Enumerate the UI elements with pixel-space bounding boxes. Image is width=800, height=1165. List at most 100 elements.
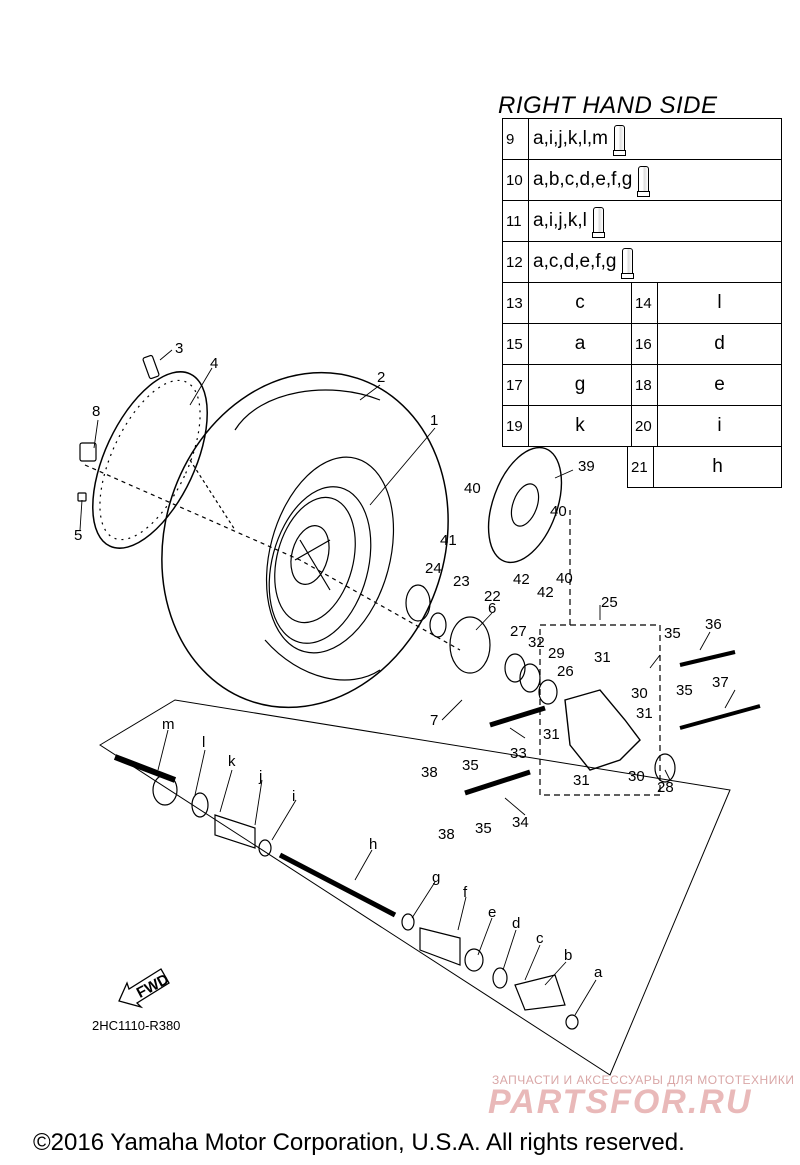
callout-h: h [369, 836, 377, 853]
diagram-code: 2HC1110-R380 [92, 1018, 181, 1033]
row-num: 16 [631, 323, 658, 365]
callout-32: 32 [528, 634, 545, 651]
row-value: i [657, 405, 782, 447]
row-num: 12 [502, 241, 529, 283]
callout-7: 7 [430, 712, 438, 729]
row-num: 19 [502, 405, 529, 447]
table-row: 15 a 16 d [502, 323, 782, 365]
axis-line [84, 464, 461, 651]
callout-30b: 30 [628, 768, 645, 785]
bead-lock-ring [92, 371, 208, 549]
callout-8: 8 [92, 403, 100, 420]
callout-labels: 1 2 3 4 5 6 7 8 22 23 24 25 26 27 28 29 … [74, 340, 729, 981]
row-num: 10 [502, 159, 529, 201]
callout-36: 36 [705, 616, 722, 633]
rhs-table-last: 21 h [627, 446, 782, 488]
row-value: a,b,c,d,e,f,g [533, 169, 633, 191]
table-row: 9 a,i,j,k,l,m [502, 118, 782, 160]
callout-35c: 35 [462, 757, 479, 774]
callout-42a: 42 [513, 571, 530, 588]
callout-34: 34 [512, 814, 529, 831]
forward-arrow-icon: FWD [118, 968, 172, 1009]
table-row: 13 c 14 l [502, 282, 782, 324]
callout-l: l [202, 734, 205, 751]
callout-40a: 40 [464, 480, 481, 497]
callout-35b: 35 [676, 682, 693, 699]
callout-b: b [564, 947, 572, 964]
callout-42b: 42 [537, 584, 554, 601]
callout-3: 3 [175, 340, 183, 357]
callout-39: 39 [578, 458, 595, 475]
callout-41: 41 [440, 532, 457, 549]
callout-f: f [463, 884, 468, 901]
row-num: 13 [502, 282, 529, 324]
callout-22: 22 [484, 588, 501, 605]
grease-tube-icon [637, 166, 651, 197]
callout-40c: 40 [556, 570, 573, 587]
row-num: 20 [631, 405, 658, 447]
callout-35d: 35 [475, 820, 492, 837]
row-num: 21 [627, 446, 654, 488]
row-num: 17 [502, 364, 529, 406]
row-num: 14 [631, 282, 658, 324]
callout-k: k [228, 753, 236, 770]
rear-knuckle [564, 689, 676, 783]
callout-c: c [536, 930, 544, 947]
grease-tube-icon [591, 207, 605, 238]
small-bolt [77, 492, 87, 502]
row-value: l [657, 282, 782, 324]
watermark-logo: PARTSFOR.RU [488, 1083, 753, 1121]
table-row: 21 h [627, 446, 782, 488]
tire [161, 371, 449, 709]
row-value: k [528, 405, 632, 447]
collar-33 [489, 705, 546, 728]
callout-37: 37 [712, 674, 729, 691]
callout-28: 28 [657, 779, 674, 796]
bead-bolt [79, 442, 97, 462]
row-value: a,i,j,k,l [533, 210, 587, 232]
callout-35a: 35 [664, 625, 681, 642]
assembly-box [539, 510, 661, 796]
row-value: a [528, 323, 632, 365]
callout-26: 26 [557, 663, 574, 680]
callout-6: 6 [488, 600, 496, 617]
grease-tube-icon [612, 125, 626, 156]
row-value: h [653, 446, 782, 488]
row-num: 11 [502, 200, 529, 242]
table-row: 12 a,c,d,e,f,g [502, 241, 782, 283]
row-value: a,c,d,e,f,g [533, 251, 617, 273]
callout-1: 1 [430, 412, 438, 429]
row-value: c [528, 282, 632, 324]
callout-j: j [258, 768, 262, 785]
callout-33: 33 [510, 745, 527, 762]
copyright-text: ©2016 Yamaha Motor Corporation, U.S.A. A… [33, 1129, 685, 1156]
callout-27: 27 [510, 623, 527, 640]
callout-40b: 40 [550, 503, 567, 520]
table-row: 19 k 20 i [502, 405, 782, 447]
callout-23: 23 [453, 573, 470, 590]
bolt-36 [679, 650, 736, 667]
grease-tube-icon [621, 248, 635, 279]
rhs-table-wide: 9 a,i,j,k,l,m 10 a,b,c,d,e,f,g 11 a,i,j,… [502, 118, 782, 283]
watermark-tagline: ЗАПЧАСТИ И АКСЕССУАРЫ ДЛЯ МОТОТЕХНИКИ [492, 1073, 795, 1087]
rhs-table-pairs: 13 c 14 l 15 a 16 d 17 g 18 e 19 k 20 i [502, 282, 782, 447]
table-row: 11 a,i,j,k,l [502, 200, 782, 242]
brake-disc [487, 446, 563, 564]
row-value: d [657, 323, 782, 365]
callout-30a: 30 [631, 685, 648, 702]
hub-assembly [405, 584, 558, 705]
callout-31b: 31 [543, 726, 560, 743]
callout-2: 2 [377, 369, 385, 386]
wheel-rim [268, 486, 372, 644]
drive-shaft-box [99, 699, 731, 1076]
callout-m: m [162, 716, 175, 733]
callout-e: e [488, 904, 496, 921]
valve-stem [142, 354, 160, 380]
row-num: 18 [631, 364, 658, 406]
callout-a: a [594, 964, 603, 981]
table-row: 10 a,b,c,d,e,f,g [502, 159, 782, 201]
callout-25: 25 [601, 594, 618, 611]
row-value: g [528, 364, 632, 406]
callout-24: 24 [425, 560, 442, 577]
